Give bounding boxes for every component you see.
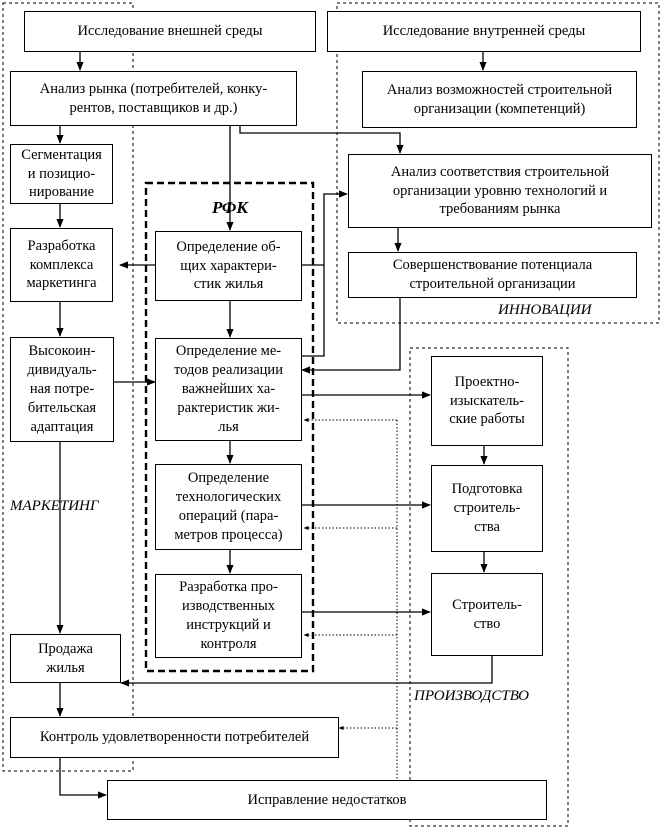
production-region-frame <box>409 347 569 827</box>
market-analysis-box: Анализ рынка (потребителей, конку- ренто… <box>10 71 297 126</box>
production-region-label: ПРОИЗВОДСТВО <box>414 688 529 704</box>
production-instructions-box: Разработка про- изводственных инструкций… <box>155 574 302 658</box>
external-environment-box: Исследование внешней среды <box>24 11 316 52</box>
capabilities-analysis-box: Анализ возможностей строительной организ… <box>362 71 637 128</box>
marketing-region-label: МАРКЕТИНГ <box>10 498 99 514</box>
segmentation-box: Сегментация и позицио- нирование <box>10 144 113 204</box>
general-characteristics-box: Определение об- щих характери- стик жиль… <box>155 231 302 301</box>
satisfaction-control-box: Контроль удовлетворенности потребителей <box>10 717 339 758</box>
consumer-adaptation-box: Высокоин- дивидуаль- ная потре- бительск… <box>10 337 114 442</box>
design-survey-box: Проектно- изыскатель- ские работы <box>431 356 543 446</box>
potential-improvement-box: Совершенствование потенциала строительно… <box>348 252 637 298</box>
compliance-analysis-box: Анализ соответствия строительной организ… <box>348 154 652 228</box>
construction-box: Строитель- ство <box>431 573 543 656</box>
rfk-region-label: РФК <box>212 198 248 217</box>
implementation-methods-box: Определение ме- тодов реализации важнейш… <box>155 338 302 441</box>
defect-correction-box: Исправление недостатков <box>107 780 547 820</box>
marketing-mix-box: Разработка комплекса маркетинга <box>10 228 113 302</box>
marketing-region-frame <box>2 2 134 772</box>
construction-prep-box: Подготовка строитель- ства <box>431 465 543 552</box>
innovations-region-label: ИННОВАЦИИ <box>498 302 592 318</box>
innovations-region-frame <box>336 2 660 324</box>
internal-environment-box: Исследование внутренней среды <box>327 11 641 52</box>
tech-operations-box: Определение технологических операций (па… <box>155 464 302 550</box>
housing-sales-box: Продажа жилья <box>10 634 121 683</box>
